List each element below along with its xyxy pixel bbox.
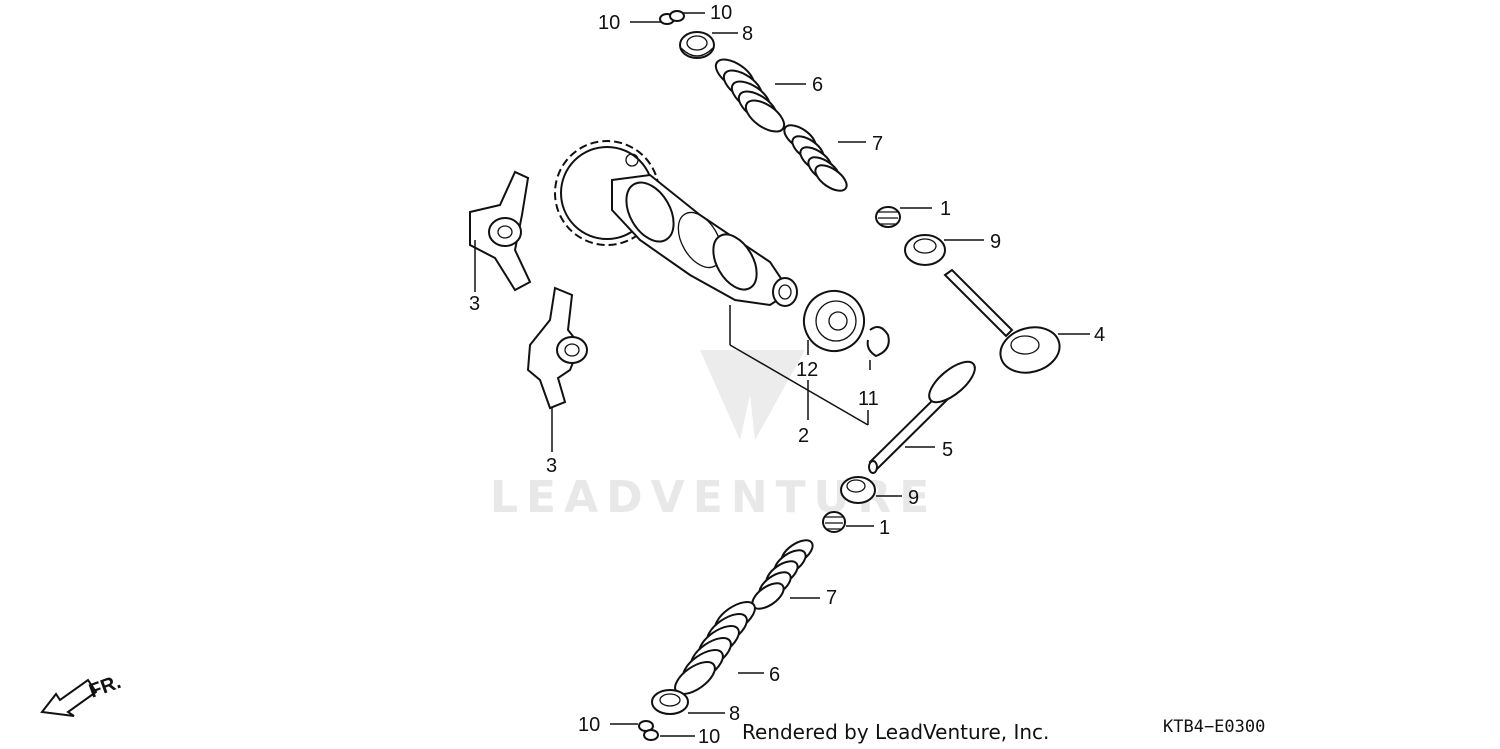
callout-7: 7 [872,133,883,155]
front-label: FR. [86,671,124,703]
callout-12: 12 [796,359,818,381]
callout-1: 1 [879,517,890,539]
callout-10: 10 [698,726,720,748]
callout-3: 3 [546,455,557,477]
callout-9: 9 [908,487,919,509]
lower-spring-retainer [651,689,689,715]
top-inner-spring [783,124,848,192]
cam-bearing [803,290,865,352]
lower-spring-seat [840,476,876,504]
callout-8: 8 [742,23,753,45]
lower-valve-stem-seal [822,511,846,533]
lower-cotters [638,720,659,741]
upper-valve-stem-seal [875,206,901,228]
callout-10: 10 [578,714,600,736]
front-indicator: FR. [40,671,124,717]
top-spring-retainer [679,31,715,59]
lower-inner-spring [751,539,814,610]
callout-10: 10 [598,12,620,34]
callout-3: 3 [469,293,480,315]
valve-lower [868,360,976,474]
callout-7: 7 [826,587,837,609]
callout-2: 2 [798,425,809,447]
callout-1: 1 [940,198,951,220]
callout-6: 6 [812,74,823,96]
callout-4: 4 [1094,324,1105,346]
diagram-code: KTB4−E0300 [1163,717,1265,737]
credit-text: Rendered by LeadVenture, Inc. [742,720,1049,744]
upper-spring-seat [904,234,946,266]
callout-6: 6 [769,664,780,686]
rocker-arm-lower [526,286,588,410]
arrow-down-left-icon [40,678,98,717]
rocker-arm-upper [469,170,532,292]
snap-ring [866,325,890,358]
top-cotters [659,10,685,25]
valve-upper [943,268,1061,374]
callout-9: 9 [990,231,1001,253]
top-outer-spring [714,58,786,133]
callout-8: 8 [729,703,740,725]
callout-5: 5 [942,439,953,461]
camshaft [611,173,798,307]
callout-11: 11 [858,388,879,410]
lower-outer-spring [674,601,756,695]
callout-10: 10 [710,2,732,24]
